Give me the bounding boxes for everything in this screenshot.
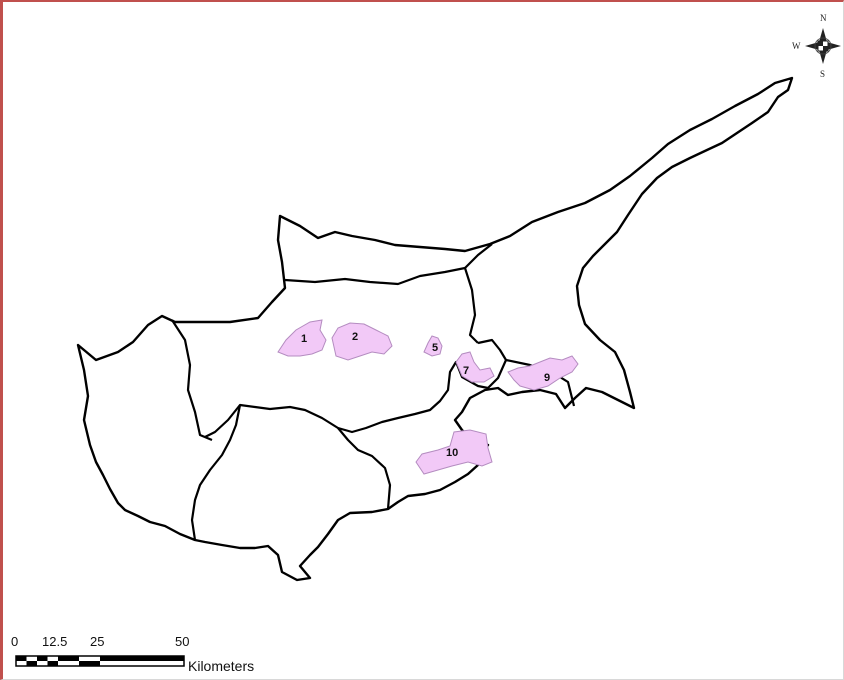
area-label-9: 9 xyxy=(544,372,550,384)
area-9 xyxy=(507,355,579,391)
area-label-10: 10 xyxy=(446,447,458,459)
area-2 xyxy=(331,322,393,361)
district-boundary-north xyxy=(284,266,479,344)
area-label-5: 5 xyxy=(432,342,438,354)
area-1 xyxy=(277,319,327,357)
area-label-7: 7 xyxy=(463,365,469,377)
compass-north-label: N xyxy=(820,13,827,23)
district-boundary-west xyxy=(171,319,213,442)
area-label-2: 2 xyxy=(352,331,358,343)
area-label-1: 1 xyxy=(301,333,307,345)
scale-tick-25: 25 xyxy=(90,634,104,649)
district-boundary-east xyxy=(464,243,493,269)
area-7 xyxy=(455,351,495,383)
district-boundary-central xyxy=(204,338,508,438)
scale-bar xyxy=(15,655,185,667)
district-boundary-paphos xyxy=(190,404,242,541)
scale-units-label: Kilometers xyxy=(188,658,254,674)
scale-tick-50: 50 xyxy=(175,634,189,649)
scale-tick-12-5: 12.5 xyxy=(42,634,67,649)
area-5 xyxy=(423,335,443,357)
island-outline xyxy=(76,76,794,582)
area-10 xyxy=(415,429,493,475)
scale-tick-0: 0 xyxy=(11,634,18,649)
compass-south-label: S xyxy=(820,69,825,79)
district-boundary-limassol xyxy=(337,427,392,510)
compass-west-label: W xyxy=(792,41,801,51)
compass-rose-icon xyxy=(805,28,841,64)
